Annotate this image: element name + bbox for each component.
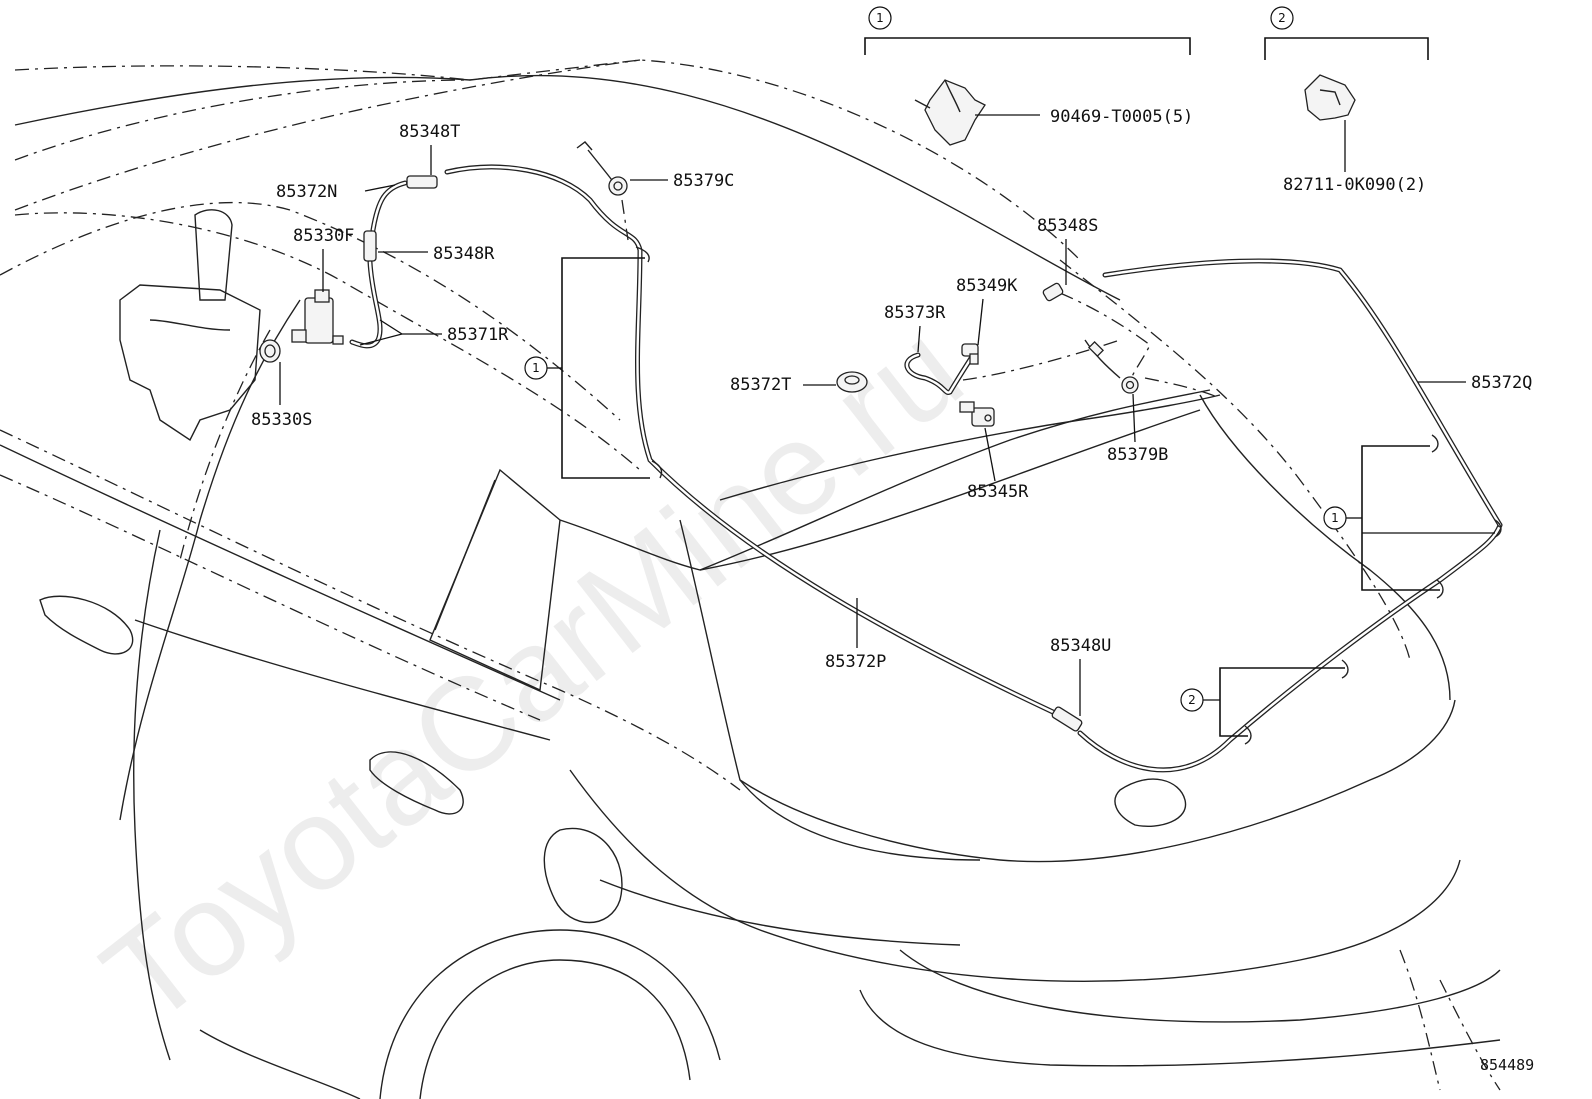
label-85330S: 85330S [251, 362, 312, 430]
callout-1-right: 1 [1323, 445, 1495, 591]
label-85372T: 85372T [730, 375, 836, 395]
label-85372N: 85372N [276, 182, 396, 202]
label-85348U: 85348U [1050, 636, 1111, 716]
callout-1-left: 1 [524, 257, 650, 479]
svg-text:85372T: 85372T [730, 375, 791, 395]
label-85330F: 85330F [293, 226, 354, 292]
svg-text:85372P: 85372P [825, 652, 886, 672]
svg-text:1: 1 [532, 361, 540, 375]
svg-text:85330F: 85330F [293, 226, 354, 246]
part-grommet-85372T [836, 371, 868, 393]
svg-text:85348U: 85348U [1050, 636, 1111, 656]
part-grommet-85330S [259, 339, 281, 363]
clip-90469-T0005-image [914, 79, 986, 146]
label-85371R: 85371R [359, 319, 509, 346]
svg-text:85372Q: 85372Q [1471, 373, 1532, 393]
legend-1: 1 90469-T0005(5) [864, 6, 1193, 127]
legend-2-ref: 2 [1278, 11, 1286, 25]
svg-text:85348R: 85348R [433, 244, 495, 264]
label-85372P: 85372P [825, 598, 886, 672]
legend-2-part: 82711-0K090(2) [1283, 175, 1426, 195]
part-nozzle-85379B [1088, 341, 1139, 394]
svg-text:85379C: 85379C [673, 171, 734, 191]
label-85379C: 85379C [630, 171, 734, 191]
part-nozzle-85379C [576, 141, 628, 196]
part-connector-85348T [406, 175, 438, 189]
svg-text:85371R: 85371R [447, 325, 509, 345]
legend-1-part: 90469-T0005(5) [1050, 107, 1193, 127]
part-connector-85348U [1051, 706, 1083, 732]
callout-2: 2 [1180, 667, 1345, 737]
label-85373R: 85373R [884, 303, 946, 353]
label-85348S: 85348S [1037, 216, 1098, 285]
svg-text:1: 1 [1331, 511, 1339, 525]
diagram-id: 854489 [1480, 1056, 1534, 1074]
svg-text:85345R: 85345R [967, 482, 1029, 502]
part-connector-85348S [1042, 282, 1064, 302]
watermark: ToyotaCarMine.ru [77, 295, 988, 1052]
label-85379B: 85379B [1107, 393, 1168, 465]
svg-text:85348S: 85348S [1037, 216, 1098, 236]
svg-text:85349K: 85349K [956, 276, 1018, 296]
svg-text:85330S: 85330S [251, 410, 312, 430]
svg-text:85348T: 85348T [399, 122, 460, 142]
part-joint-85349K [961, 343, 979, 365]
svg-text:85372N: 85372N [276, 182, 337, 202]
hose-routing [349, 149, 1503, 773]
svg-text:2: 2 [1188, 693, 1196, 707]
svg-text:85373R: 85373R [884, 303, 946, 323]
legend-2: 2 82711-0K090(2) [1264, 6, 1429, 195]
svg-text:85379B: 85379B [1107, 445, 1168, 465]
label-85345R: 85345R [967, 427, 1029, 502]
legend-1-ref: 1 [876, 11, 884, 25]
part-pump-85330F [291, 289, 344, 345]
part-nozzle-85345R [959, 401, 995, 427]
clip-82711-0K090-image [1304, 74, 1356, 121]
label-85349K: 85349K [956, 276, 1018, 346]
part-connector-85348R [363, 230, 377, 262]
label-85372Q: 85372Q [1418, 373, 1532, 393]
car-body-outline [0, 59, 1501, 1099]
label-85348T: 85348T [399, 122, 460, 175]
label-85348R: 85348R [378, 244, 495, 264]
